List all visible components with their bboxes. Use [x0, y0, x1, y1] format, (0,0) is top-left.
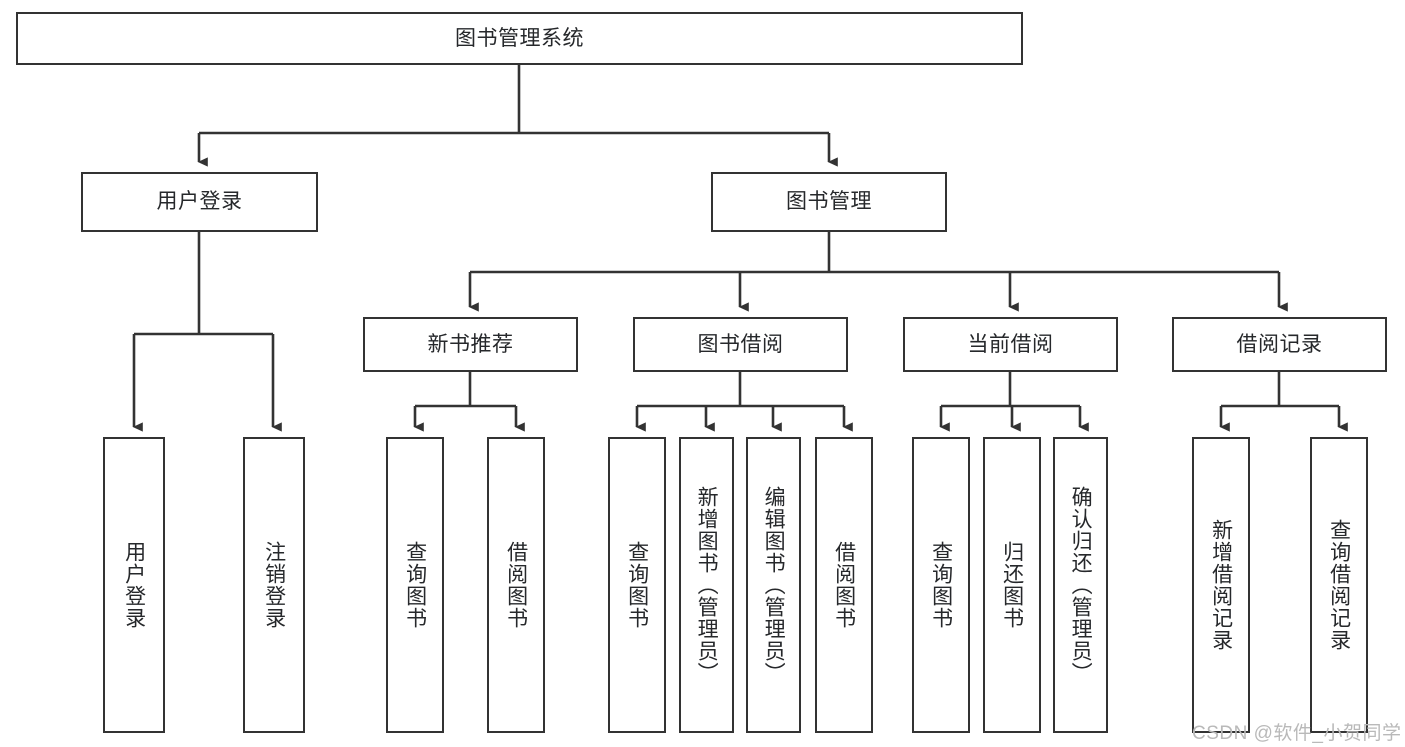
node-leaf-bb-edit-label: 编辑图书（管理员）	[762, 486, 786, 684]
node-leaf-br-query[interactable]: 查询借阅记录	[1310, 437, 1368, 733]
node-leaf-nb-borrow[interactable]: 借阅图书	[487, 437, 545, 733]
node-leaf-nb-borrow-label: 借阅图书	[504, 541, 528, 629]
node-leaf-bb-add[interactable]: 新增图书（管理员）	[679, 437, 734, 733]
csdn-watermark: CSDN @软件_小贺同学	[1192, 718, 1401, 745]
node-leaf-bb-borrow-label: 借阅图书	[832, 541, 856, 629]
csdn-watermark-text: CSDN @软件_小贺同学	[1192, 723, 1402, 744]
node-leaf-cb-confirm-label: 确认归还（管理员）	[1069, 486, 1093, 684]
node-borrow-record[interactable]: 借阅记录	[1172, 317, 1387, 372]
node-leaf-logout-label: 注销登录	[262, 541, 286, 629]
node-leaf-cb-confirm[interactable]: 确认归还（管理员）	[1053, 437, 1108, 733]
node-leaf-logout[interactable]: 注销登录	[243, 437, 305, 733]
node-leaf-nb-query[interactable]: 查询图书	[386, 437, 444, 733]
node-leaf-bb-edit[interactable]: 编辑图书（管理员）	[746, 437, 801, 733]
node-leaf-nb-query-label: 查询图书	[403, 541, 427, 629]
node-leaf-user-login[interactable]: 用户登录	[103, 437, 165, 733]
node-leaf-br-add-label: 新增借阅记录	[1209, 519, 1233, 651]
node-leaf-br-add[interactable]: 新增借阅记录	[1192, 437, 1250, 733]
node-leaf-cb-return[interactable]: 归还图书	[983, 437, 1041, 733]
node-leaf-br-query-label: 查询借阅记录	[1327, 519, 1351, 651]
node-user-login-label: 用户登录	[156, 190, 243, 214]
node-book-borrow[interactable]: 图书借阅	[633, 317, 848, 372]
node-current-borrow[interactable]: 当前借阅	[903, 317, 1118, 372]
node-book-borrow-label: 图书借阅	[697, 332, 784, 356]
node-leaf-user-login-label: 用户登录	[122, 541, 146, 629]
node-leaf-bb-add-label: 新增图书（管理员）	[695, 486, 719, 684]
node-leaf-bb-query[interactable]: 查询图书	[608, 437, 666, 733]
node-current-borrow-label: 当前借阅	[967, 332, 1054, 356]
node-leaf-bb-borrow[interactable]: 借阅图书	[815, 437, 873, 733]
node-new-book-rec[interactable]: 新书推荐	[363, 317, 578, 372]
node-user-login[interactable]: 用户登录	[81, 172, 318, 232]
node-new-book-rec-label: 新书推荐	[427, 332, 514, 356]
node-leaf-cb-return-label: 归还图书	[1000, 541, 1024, 629]
node-borrow-record-label: 借阅记录	[1236, 332, 1323, 356]
node-leaf-cb-query[interactable]: 查询图书	[912, 437, 970, 733]
node-book-manage-label: 图书管理	[786, 190, 872, 214]
node-leaf-cb-query-label: 查询图书	[929, 541, 953, 629]
node-root[interactable]: 图书管理系统	[16, 12, 1023, 65]
node-root-label: 图书管理系统	[455, 26, 584, 50]
node-leaf-bb-query-label: 查询图书	[625, 541, 649, 629]
node-book-manage[interactable]: 图书管理	[711, 172, 947, 232]
